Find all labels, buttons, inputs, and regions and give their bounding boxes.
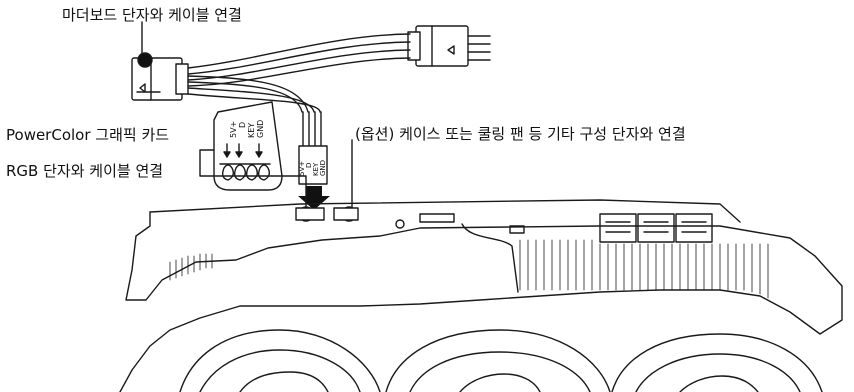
cooling-fans [179,329,823,392]
graphics-card [119,199,843,392]
connector-pin-labels: 5V+ D KEY GND [298,160,327,176]
svg-text:5V+: 5V+ [229,121,238,138]
gpu-leader-line [199,149,307,215]
svg-text:5V+: 5V+ [298,161,306,176]
gpu-connection-label-line1: PowerColor 그래픽 카드 [6,126,170,144]
svg-text:GND: GND [319,160,327,176]
motherboard-connection-label: 마더보드 단자와 케이블 연결 [62,6,242,24]
svg-text:KEY: KEY [247,123,256,138]
svg-text:D: D [238,122,247,128]
gpu-cable-connector [298,111,328,185]
splitter-cable [187,33,411,113]
heatsink-fins [169,239,769,299]
gpu-connection-label-line2: RGB 단자와 케이블 연결 [6,162,164,180]
svg-text:KEY: KEY [312,162,320,176]
insert-arrow-icon [298,186,330,210]
optional-connection-label: (옵션) 케이스 또는 쿨링 팬 등 기타 구성 단자와 연결 [355,125,686,143]
svg-text:D: D [305,163,313,168]
header-connector [407,25,491,67]
power-connectors [599,213,713,243]
callout-pin-labels: 5V+ D KEY GND [229,120,265,138]
gpu-header-callout [213,101,283,191]
motherboard-connector [131,57,189,101]
motherboard-connector-dot [137,52,153,68]
svg-text:GND: GND [256,120,265,138]
